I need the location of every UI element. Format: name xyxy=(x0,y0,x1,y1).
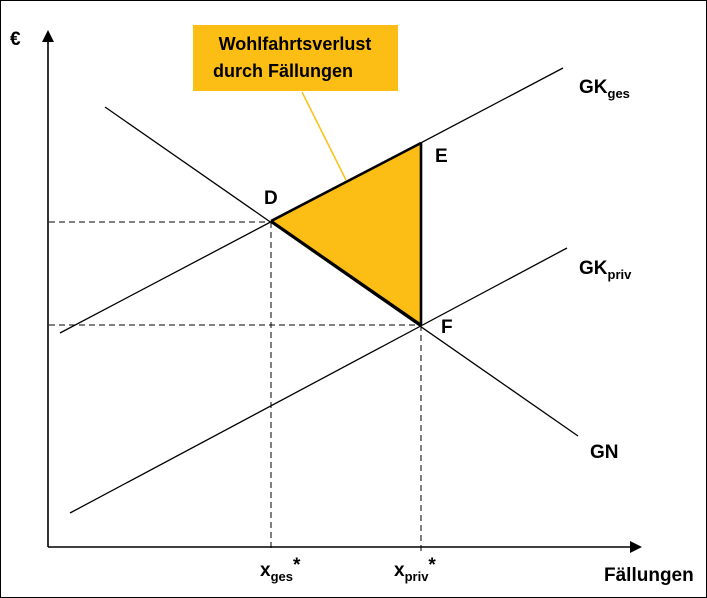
point-e-label: E xyxy=(435,146,448,167)
x-ges-subscript: ges xyxy=(271,569,293,584)
gn-line xyxy=(104,106,579,437)
x-priv-subscript: priv xyxy=(405,569,430,584)
gk-ges-label: GKges xyxy=(579,77,630,101)
y-axis-label: € xyxy=(10,29,21,50)
x-priv-star: * xyxy=(428,555,436,576)
point-d-label: D xyxy=(264,188,278,209)
callout-text-line2: durch Fällungen xyxy=(213,61,353,81)
gk-priv-subscript: priv xyxy=(608,267,633,282)
gn-label: GN xyxy=(590,442,619,463)
gk-priv-line xyxy=(69,247,568,514)
point-f-label: F xyxy=(441,317,453,338)
x-ges-star: * xyxy=(293,555,301,576)
callout-connector xyxy=(301,91,347,181)
triangle-border-de xyxy=(270,141,422,223)
callout-text-line1: Wohlfahrtsverlust xyxy=(219,34,372,54)
callout-box xyxy=(193,25,398,91)
welfare-loss-area xyxy=(271,143,421,325)
gk-priv-label: GKpriv xyxy=(579,258,632,282)
x-ges-tick-label: xges* xyxy=(260,555,301,584)
gk-ges-subscript: ges xyxy=(608,86,630,101)
x-axis-label: Fällungen xyxy=(604,565,694,586)
triangle-border-df xyxy=(270,219,422,327)
x-priv-tick-label: xpriv* xyxy=(394,555,436,584)
